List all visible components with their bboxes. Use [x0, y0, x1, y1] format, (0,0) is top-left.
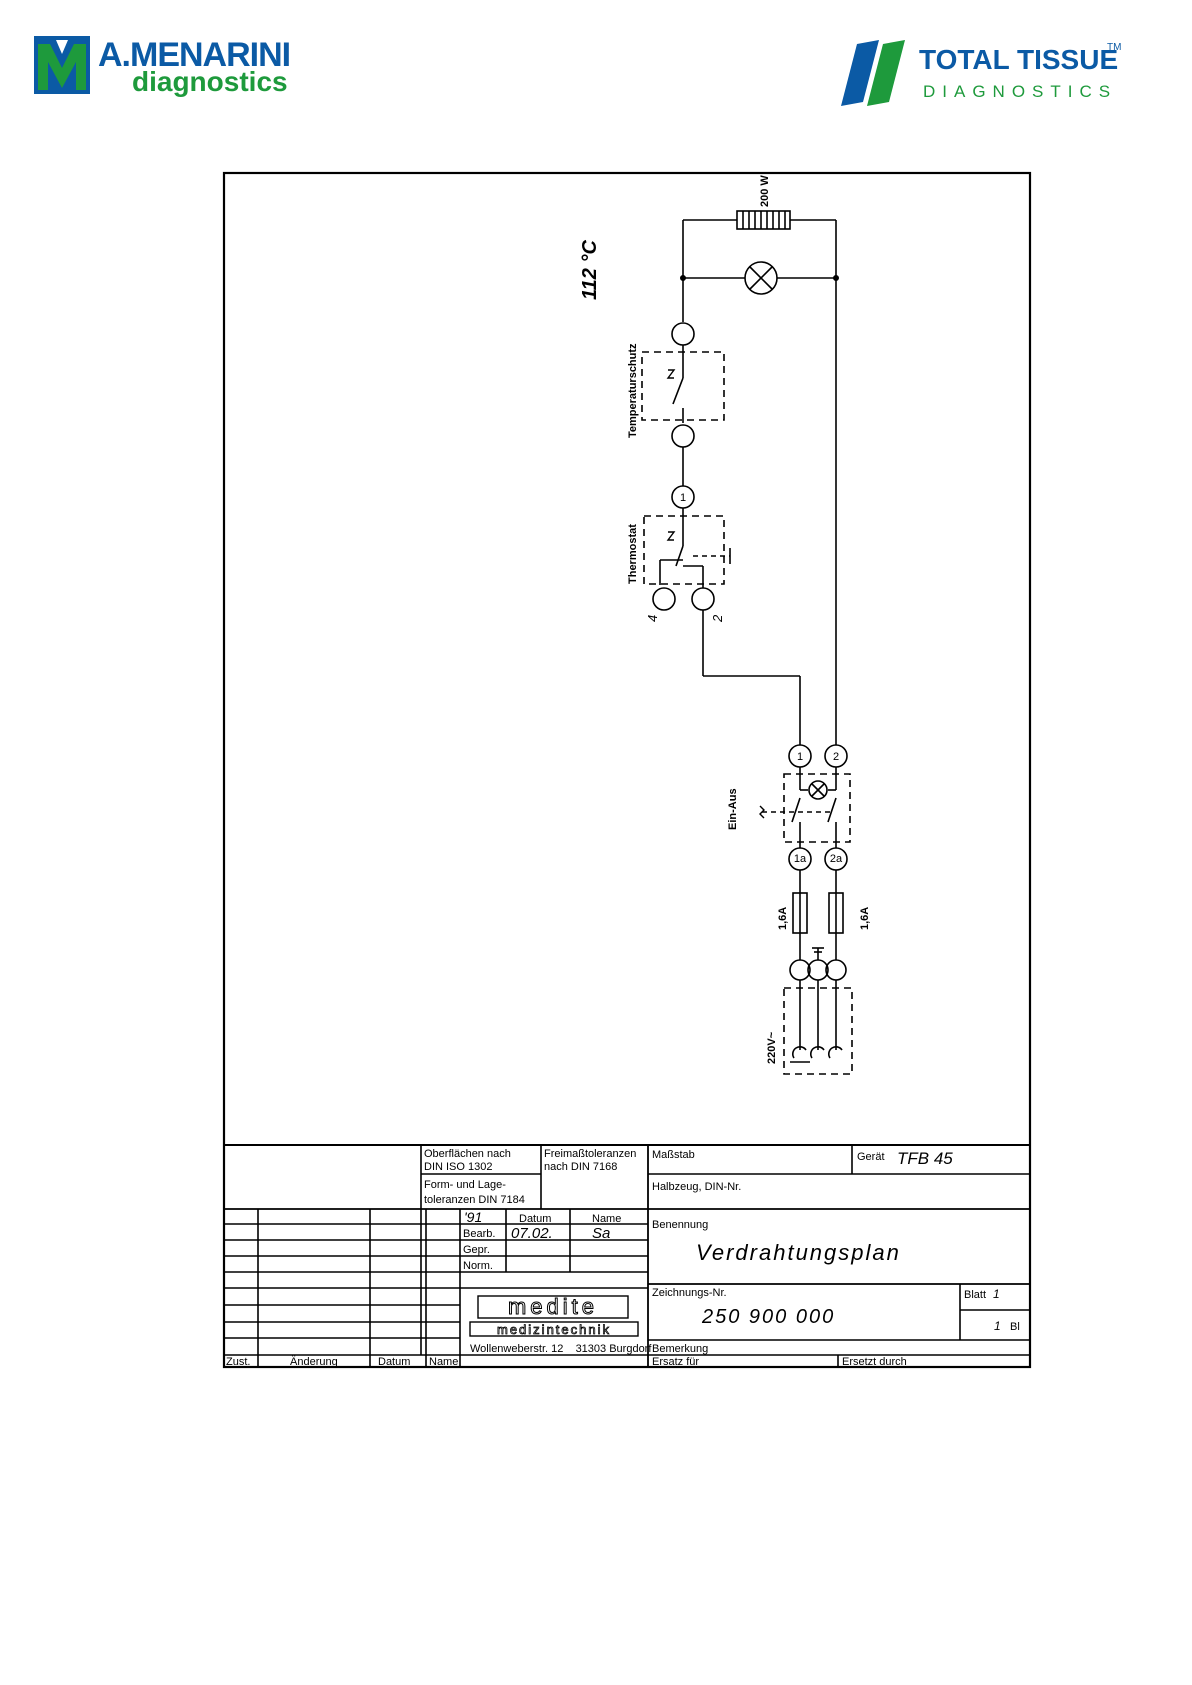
- revision-status-header: Zust.: [226, 1356, 250, 1368]
- terminal-circle: [671, 322, 695, 346]
- title-label: Benennung: [652, 1219, 708, 1231]
- heater-rating: 200 W: [759, 175, 771, 207]
- replaced-by-label: Ersetzt durch: [842, 1356, 907, 1368]
- revision-change-header: Änderung: [290, 1356, 338, 1368]
- drawn-by-label: Bearb.: [463, 1228, 495, 1240]
- sheet-count: 1: [994, 1319, 1001, 1333]
- terminal-label: 1: [680, 492, 686, 504]
- scale-label: Maßstab: [652, 1149, 695, 1161]
- sheet-label: Blatt: [964, 1289, 986, 1301]
- form-tol-label: Form- und Lage-: [424, 1179, 506, 1191]
- menarini-sub: diagnostics: [132, 66, 288, 97]
- total-tissue-sub: DIAGNOSTICS: [923, 82, 1118, 101]
- drawn-name: Sa: [592, 1225, 610, 1242]
- revision-name-header: Name: [429, 1356, 458, 1368]
- drawing-title: Verdrahtungsplan: [696, 1240, 901, 1265]
- terminal-label: 2: [833, 751, 839, 763]
- trademark: TM: [1107, 42, 1122, 53]
- fuse-left-rating: 1,6A: [777, 907, 789, 930]
- sheet-count-suffix: Bl: [1010, 1321, 1020, 1333]
- thermostat-terminal-4: [652, 587, 676, 611]
- free-tol-label: Freimaßtoleranzen: [544, 1148, 636, 1160]
- replace-for-label: Ersatz für: [652, 1356, 699, 1368]
- device-label: Gerät: [857, 1151, 885, 1163]
- supply-voltage: 220V~: [766, 1031, 778, 1064]
- supply-terminal-l: [789, 959, 811, 981]
- fuse-right-rating: 1,6A: [859, 907, 871, 930]
- drawing-no-label: Zeichnungs-Nr.: [652, 1287, 727, 1299]
- checked-label: Gepr.: [463, 1244, 490, 1256]
- thermostat-terminal-2: [691, 587, 715, 611]
- total-tissue-logo: TOTAL TISSUE TM DIAGNOSTICS: [835, 40, 1125, 110]
- free-tol-std: nach DIN 7168: [544, 1161, 617, 1173]
- terminal-label: 1: [797, 751, 803, 763]
- device-value: TFB 45: [897, 1149, 953, 1168]
- total-tissue-stripes-icon: [841, 40, 905, 106]
- menarini-name: A.MENARINI: [98, 36, 291, 74]
- standard-label: Norm.: [463, 1260, 493, 1272]
- total-tissue-name: TOTAL TISSUE: [919, 44, 1119, 75]
- sheet-number: 1: [993, 1287, 1000, 1301]
- supply-terminal-pe: [807, 959, 829, 981]
- menarini-m-icon: [34, 36, 90, 94]
- company-address: Wollenweberstr. 12 31303 Burgdorf: [470, 1343, 652, 1355]
- menarini-logo: A.MENARINI diagnostics: [34, 36, 324, 97]
- supply-terminal-n: [825, 959, 847, 981]
- indicator-lamp-icon: [808, 780, 828, 800]
- title-block: [224, 1144, 1030, 1367]
- terminal-circle: [671, 424, 695, 448]
- remark-label: Bemerkung: [652, 1343, 708, 1355]
- thermostat-box: [643, 515, 725, 585]
- terminal-label: 2: [710, 614, 725, 623]
- surfaces-std: DIN ISO 1302: [424, 1161, 492, 1173]
- terminal-label: 2a: [830, 853, 843, 865]
- date-header: Datum: [519, 1213, 551, 1225]
- name-header: Name: [592, 1213, 621, 1225]
- year-value: '91: [464, 1209, 482, 1225]
- temperature-cutout-label: Temperaturschutz: [627, 343, 639, 438]
- drawn-date: 07.02.: [511, 1225, 553, 1242]
- company-logo: medite: [508, 1294, 598, 1319]
- temperature-label: 112 °C: [579, 240, 601, 300]
- drawing-frame: [222, 171, 1032, 1369]
- terminal-label: 4: [645, 615, 660, 622]
- on-off-label: Ein-Aus: [727, 788, 739, 830]
- lamp-icon: [744, 261, 778, 295]
- drawing-number: 250 900 000: [701, 1306, 835, 1328]
- semi-finished-label: Halbzeug, DIN-Nr.: [652, 1181, 741, 1193]
- revision-date-header: Datum: [378, 1356, 410, 1368]
- on-off-switch-box: [783, 773, 851, 843]
- terminal-label: 1a: [794, 853, 807, 865]
- thermostat-label: Thermostat: [627, 524, 639, 584]
- mains-socket-box: [783, 987, 853, 1075]
- surfaces-label: Oberflächen nach: [424, 1148, 511, 1160]
- heater-element: [736, 210, 791, 230]
- form-tol-std: toleranzen DIN 7184: [424, 1194, 525, 1206]
- company-sub: medizintechnik: [497, 1322, 611, 1337]
